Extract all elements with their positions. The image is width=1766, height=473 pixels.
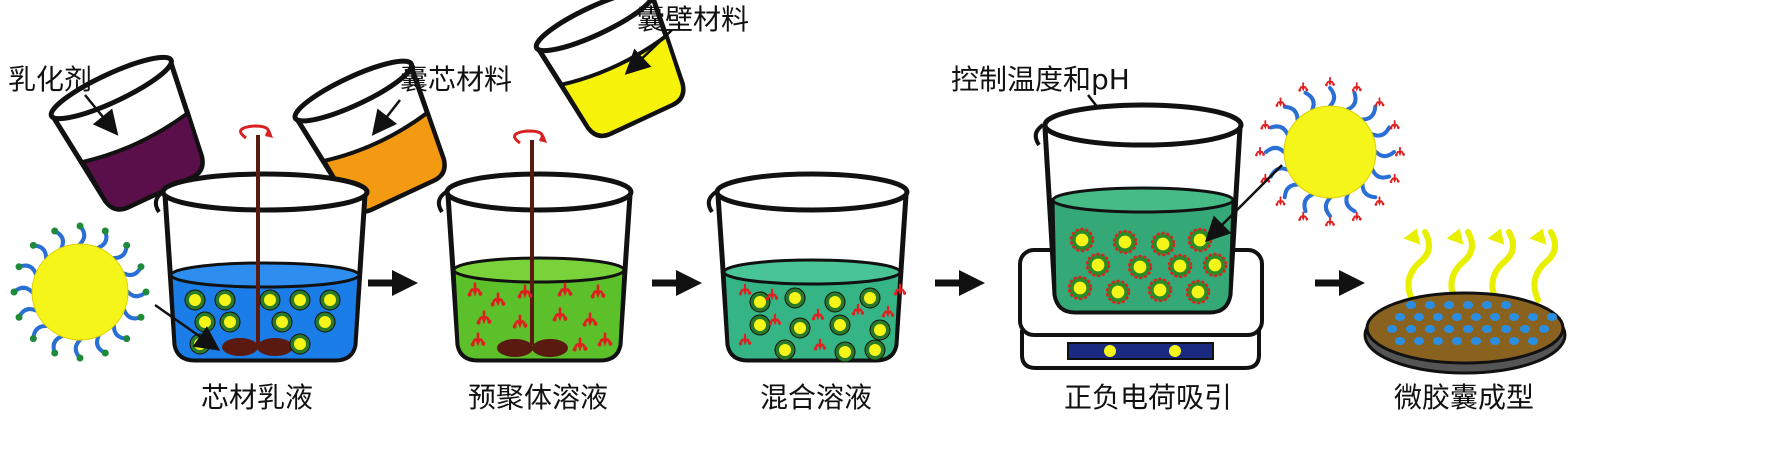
polymers-step2: [467, 282, 613, 352]
process-arrow-4: [1315, 270, 1365, 296]
label-wall-material: 囊壁材料: [637, 3, 750, 36]
beaker-step2: [436, 171, 634, 363]
label-emulsifier: 乳化剂: [8, 63, 93, 96]
mixture-step3: [738, 283, 907, 363]
surfactant-droplet-left: [10, 222, 150, 362]
label-temp-ph: 控制温度和pH: [951, 63, 1130, 96]
stir-rod-step1: [222, 124, 293, 356]
stir-rod-step2: [497, 129, 568, 357]
beaker-core-material: [292, 58, 447, 214]
beaker-step4: [1033, 102, 1244, 315]
beaker-step1: [153, 171, 370, 363]
droplet-pointer: [154, 303, 221, 351]
step-label-2: 预聚体溶液: [468, 381, 609, 414]
beaker-emulsifier: [48, 54, 205, 212]
vapor-arrows: [1403, 228, 1558, 303]
process-arrow-3: [935, 270, 985, 296]
capsule-pointer: [1204, 164, 1283, 243]
step-label-5: 微胶囊成型: [1394, 381, 1535, 414]
process-arrow-1: [368, 270, 418, 296]
process-arrow-2: [652, 270, 702, 296]
core-material-pointer: [371, 99, 401, 136]
step-label-1: 芯材乳液: [201, 381, 314, 414]
capsules-step4: [1067, 227, 1228, 305]
label-core-material: 囊芯材料: [400, 63, 513, 96]
beaker-wall-material: [533, 0, 686, 139]
step-label-3: 混合溶液: [760, 381, 873, 414]
wall-material-pointer: [624, 29, 673, 75]
plate-microcapsules: [1387, 301, 1557, 345]
step-label-4: 正负电荷吸引: [1064, 381, 1233, 414]
emulsifier-pointer: [84, 94, 119, 136]
microcapsule-detail: [1255, 76, 1405, 227]
